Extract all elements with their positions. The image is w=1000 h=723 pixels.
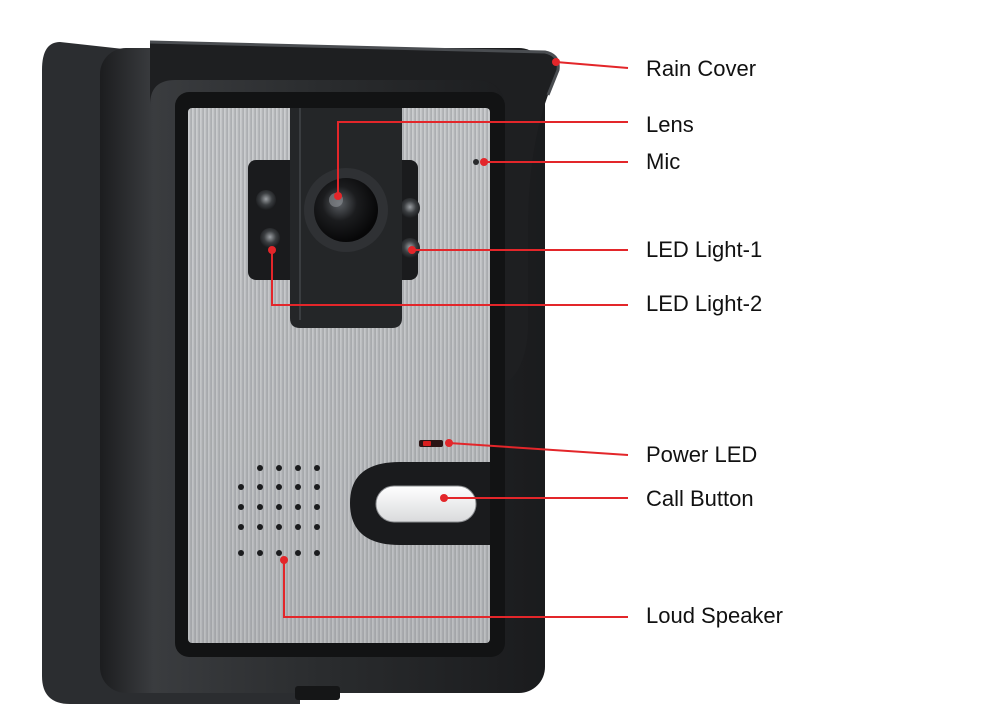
- callout-label-call-button: Call Button: [646, 486, 754, 511]
- rain-cover: [150, 42, 559, 380]
- callout-label-led-light-1: LED Light-1: [646, 237, 763, 262]
- callout-lines: [271, 61, 629, 618]
- call-button: [375, 485, 477, 523]
- callout-line-led-light-2: [271, 250, 628, 306]
- callout-label-loud-speaker: Loud Speaker: [646, 603, 783, 628]
- mic: [473, 159, 479, 165]
- callout-dots: [268, 58, 560, 564]
- callout-line-rain-cover: [555, 61, 629, 69]
- callout-line-lens: [337, 121, 628, 196]
- callout-label-rain-cover: Rain Cover: [646, 56, 757, 81]
- callout-line-loud-speaker: [283, 560, 628, 618]
- loud-speaker: [238, 465, 320, 556]
- callout-label-lens: Lens: [646, 112, 694, 137]
- led-light-left-upper: [256, 190, 276, 210]
- led-light-right-upper: [400, 198, 420, 218]
- callout-label-mic: Mic: [646, 149, 681, 174]
- led-light-left-lower: [260, 228, 280, 248]
- callout-label-led-light-2: LED Light-2: [646, 291, 763, 316]
- callout-line-power-led: [448, 442, 629, 456]
- callout-label-power-led: Power LED: [646, 442, 758, 467]
